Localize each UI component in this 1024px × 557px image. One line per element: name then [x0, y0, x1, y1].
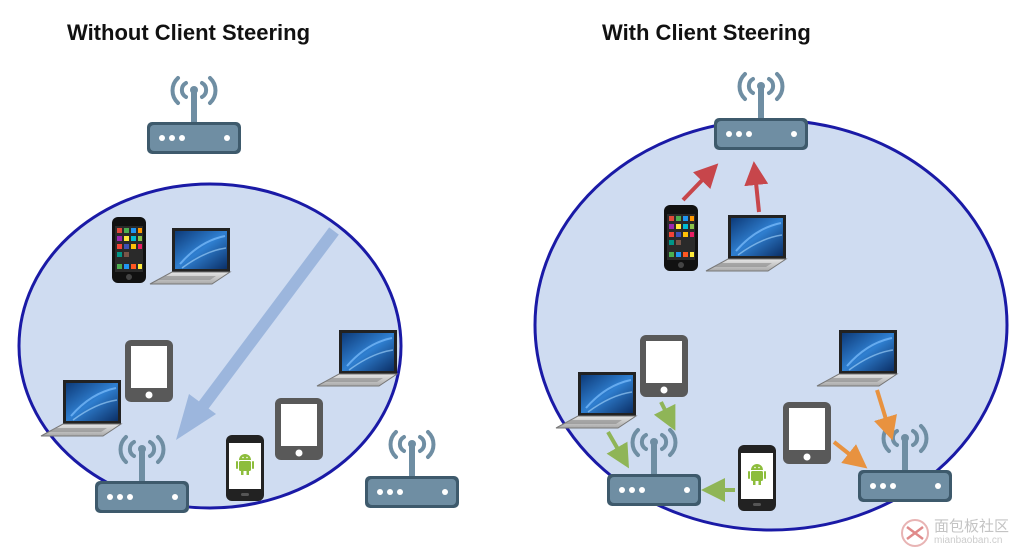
- smartphone-icon: [112, 217, 146, 283]
- watermark-logo-icon: [901, 519, 929, 547]
- steer-arrow-tablet-to-right-router: [832, 440, 868, 469]
- router-icon: [363, 430, 461, 510]
- router-icon: [145, 76, 243, 156]
- steer-arrow-laptop-to-top-router: [744, 161, 769, 213]
- android-phone-icon: [226, 435, 264, 501]
- steer-arrow-laptop-to-right-router: [874, 389, 897, 441]
- watermark: 面包板社区 mianbaoban.cn: [898, 513, 1016, 553]
- sticky-client-arrow: [176, 227, 339, 440]
- watermark-site: mianbaoban.cn: [934, 535, 1003, 546]
- tablet-icon: [783, 402, 831, 464]
- title-with-client-steering: With Client Steering: [602, 20, 811, 45]
- watermark-name: 面包板社区: [934, 517, 1010, 535]
- tablet-icon: [125, 340, 173, 402]
- title-without-client-steering: Without Client Steering: [67, 20, 311, 45]
- steer-arrow-tablet-down: [653, 401, 676, 431]
- steer-arrow-phone-to-top-router: [681, 163, 719, 202]
- smartphone-icon: [664, 205, 698, 271]
- android-phone-icon: [738, 445, 776, 511]
- tablet-icon: [640, 335, 688, 397]
- steer-arrow-laptop-down: [606, 431, 629, 469]
- router-icon: [712, 72, 810, 152]
- tablet-icon: [275, 398, 323, 460]
